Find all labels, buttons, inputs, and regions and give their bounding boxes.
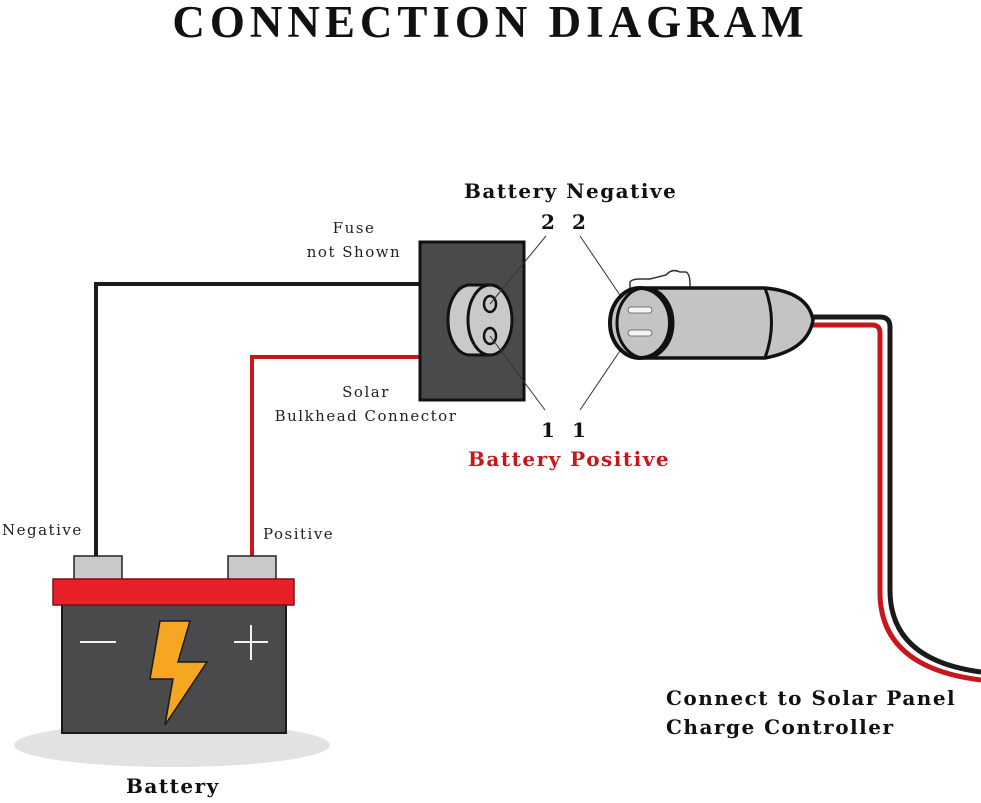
plug-pin-1 xyxy=(627,329,653,337)
plug-pin-2 xyxy=(627,306,653,314)
positive-terminal xyxy=(227,555,277,581)
fuse-note-line2: not Shown xyxy=(306,243,402,261)
charge-controller-line1: Connect to Solar Panel xyxy=(666,686,957,710)
pin-1-right-label: 1 xyxy=(572,418,588,442)
charge-controller-line2: Charge Controller xyxy=(666,715,895,739)
negative-wire xyxy=(94,282,420,556)
bulkhead-label-line2: Bulkhead Connector xyxy=(274,407,458,425)
battery-label: Battery xyxy=(126,774,220,798)
controller-negative-wire xyxy=(808,314,981,675)
bulkhead-label: Solar Bulkhead Connector xyxy=(262,380,470,428)
fuse-note: Fuse not Shown xyxy=(300,216,408,264)
negative-terminal-label: Negative xyxy=(2,521,83,539)
fuse-note-line1: Fuse xyxy=(332,219,376,237)
bulkhead-connector xyxy=(418,240,526,402)
battery-graphic xyxy=(14,555,330,767)
pin-2-right-label: 2 xyxy=(572,210,588,234)
positive-terminal-label: Positive xyxy=(263,525,335,543)
battery-negative-label: Battery Negative xyxy=(464,179,678,203)
battery-top xyxy=(52,578,295,606)
pin-1-left-label: 1 xyxy=(541,418,557,442)
leader-line-pos-left xyxy=(489,335,546,411)
plug-connector xyxy=(608,269,815,360)
negative-terminal xyxy=(73,555,123,581)
charge-controller-label: Connect to Solar Panel Charge Controller xyxy=(666,684,956,742)
controller-positive-wire xyxy=(808,322,981,683)
battery-positive-label: Battery Positive xyxy=(468,447,671,471)
leader-line-neg-left xyxy=(489,235,547,305)
lightning-bolt-icon xyxy=(149,620,209,726)
bulkhead-label-line1: Solar xyxy=(342,383,390,401)
positive-wire xyxy=(250,355,420,556)
diagram-title: CONNECTION DIAGRAM xyxy=(172,0,809,47)
pin-2-left-label: 2 xyxy=(541,210,557,234)
